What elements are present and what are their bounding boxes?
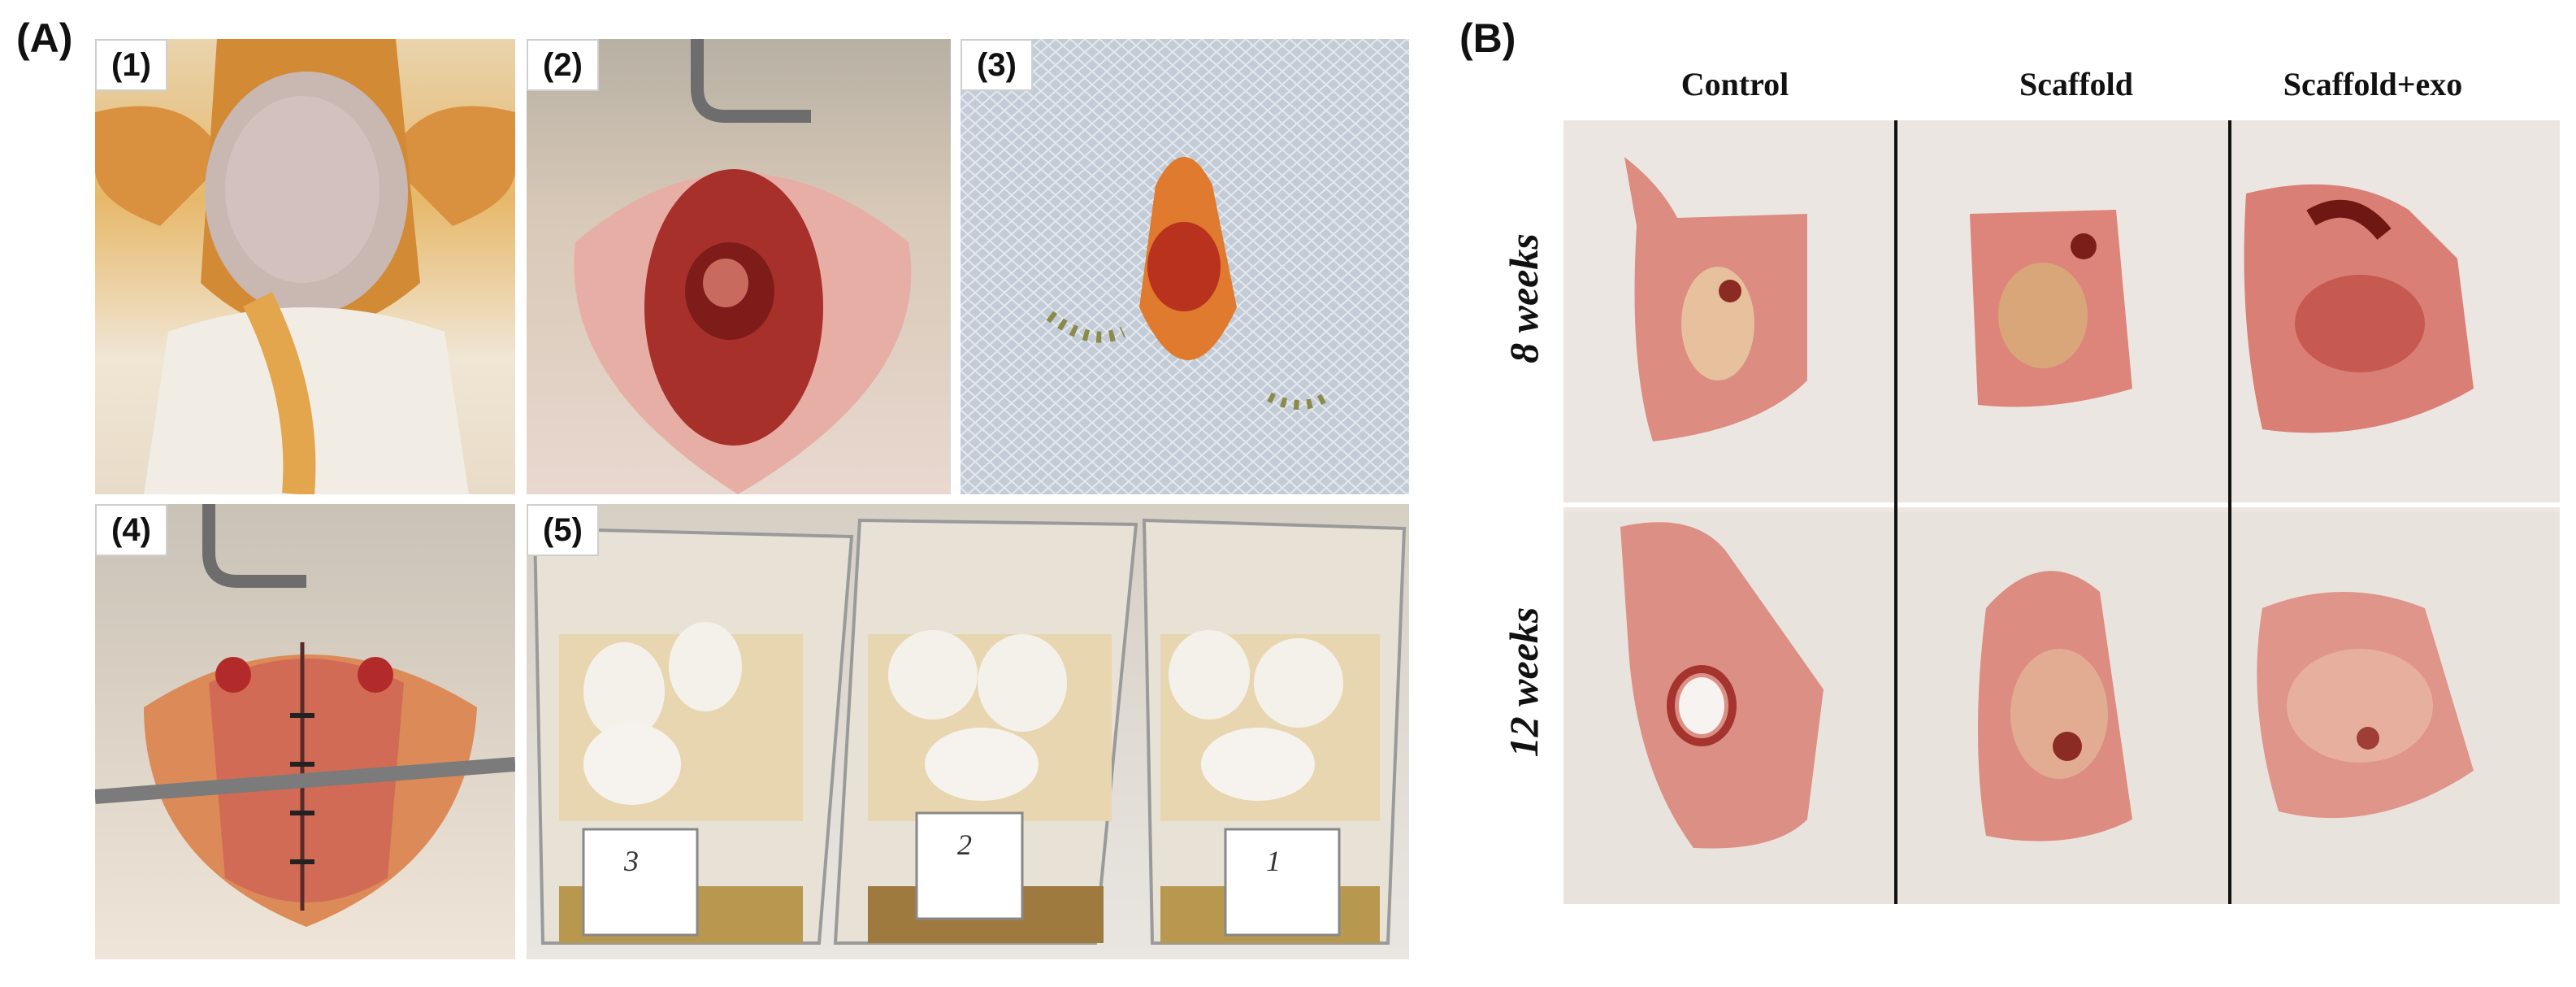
column-header-scaffold: Scaffold xyxy=(2019,66,2133,102)
subpanel-label-5: (5) xyxy=(527,504,599,556)
panel-a-letter: (A) xyxy=(16,15,73,61)
photo-cages: 3 2 1 (5) xyxy=(527,504,1409,959)
tissue-grid xyxy=(1563,120,2560,904)
photo-shaved-back: (1) xyxy=(95,39,515,494)
photo-surgical-drape: (3) xyxy=(961,39,1409,494)
column-header-scaffold-exo: Scaffold+exo xyxy=(2283,66,2463,102)
photo-incision-hook: (2) xyxy=(527,39,951,494)
subpanel-label-4: (4) xyxy=(95,504,167,556)
subpanel-label-3: (3) xyxy=(961,39,1033,91)
row-label-12-weeks: 12 weeks xyxy=(1501,607,1546,758)
panel-b-letter: (B) xyxy=(1459,15,1516,61)
row-label-8-weeks: 8 weeks xyxy=(1501,233,1546,363)
row-divider xyxy=(1563,502,2560,507)
cage-card-1: 3 xyxy=(624,845,639,877)
column-header-control: Control xyxy=(1680,66,1789,102)
subpanel-label-2: (2) xyxy=(527,39,599,91)
column-divider-2 xyxy=(2228,120,2231,904)
cage-card-3: 1 xyxy=(1266,845,1281,877)
column-divider-1 xyxy=(1894,120,1897,904)
tissue-12w-control xyxy=(1620,522,1824,849)
subpanel-label-1: (1) xyxy=(95,39,167,91)
photo-sutured-wound: (4) xyxy=(95,504,515,959)
cage-card-2: 2 xyxy=(957,828,972,861)
